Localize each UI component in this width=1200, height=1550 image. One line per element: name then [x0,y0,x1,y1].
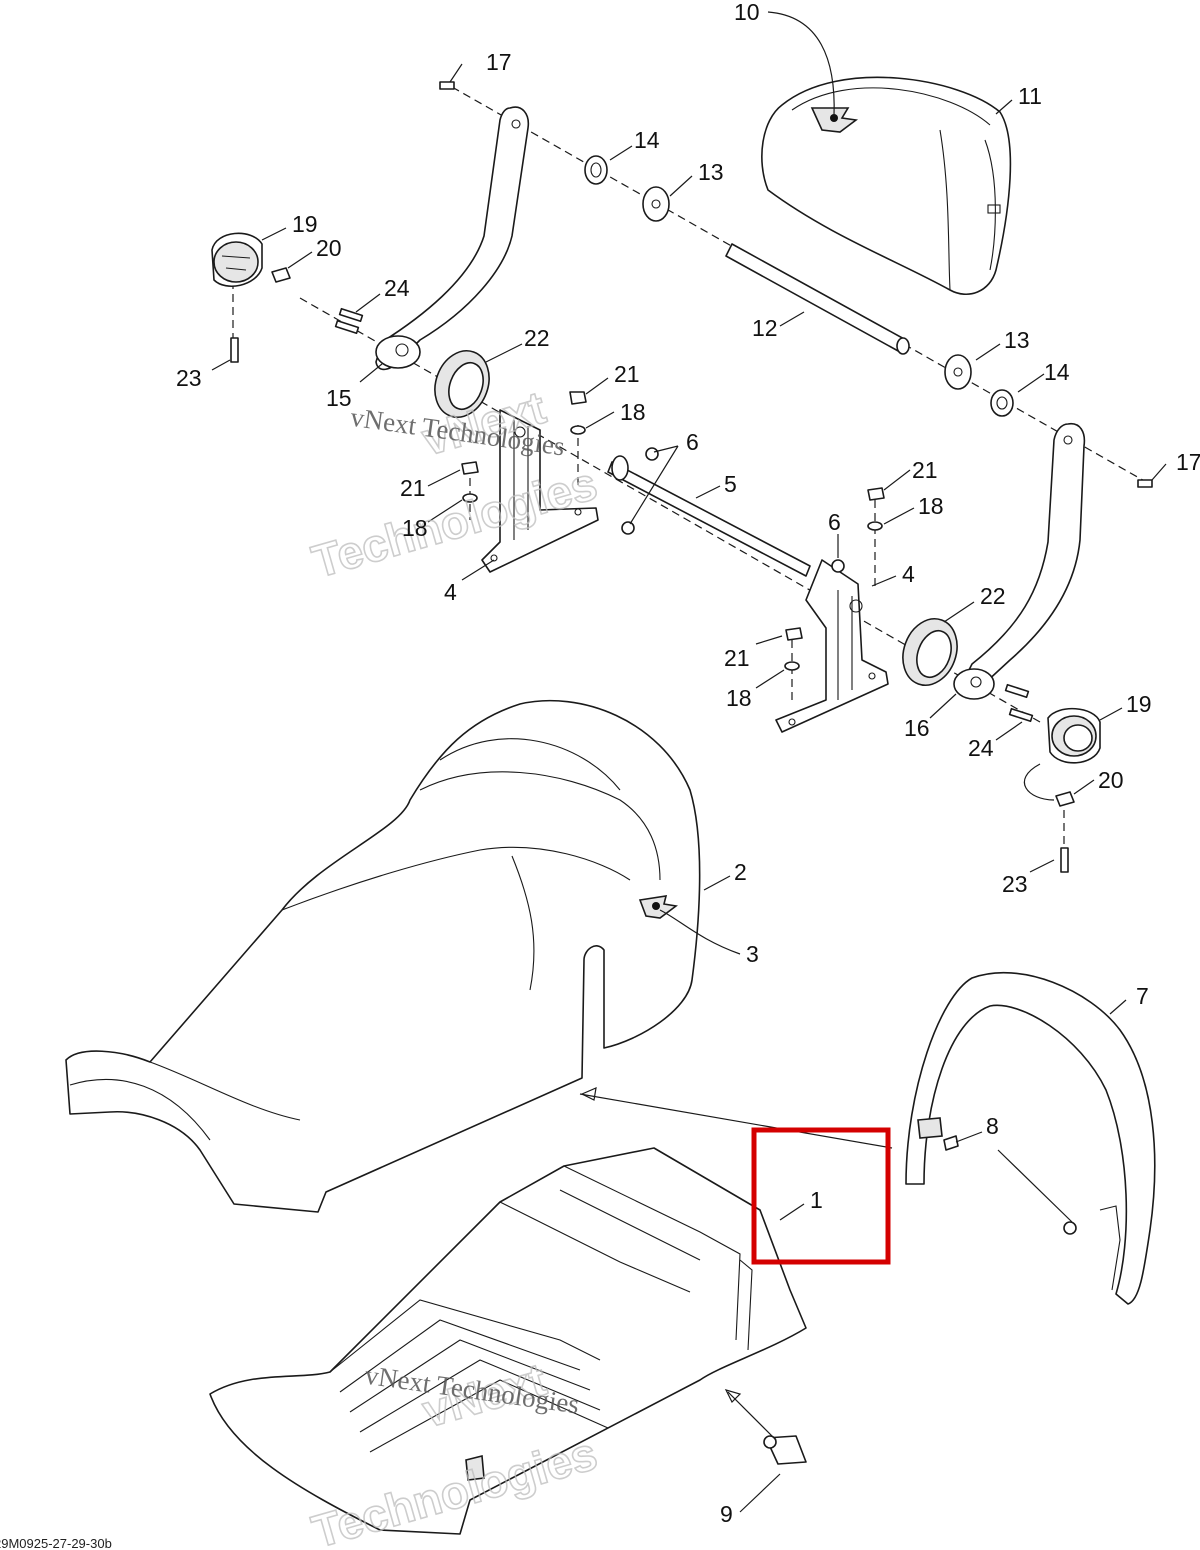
callout-9[interactable]: 9 [720,1501,733,1527]
callout-17-left[interactable]: 17 [486,49,512,75]
clip-9 [763,1435,807,1465]
callout-15[interactable]: 15 [326,385,352,411]
shaft-5 [607,455,811,577]
watermark-upper: Technologies vNext vNext Technologies [306,380,604,588]
highlight-box-part-1 [751,1127,891,1265]
pins-24-right [1004,683,1034,723]
bolt-17-right [1137,479,1153,488]
pin-23-right [1060,847,1069,873]
callout-23-left[interactable]: 23 [176,365,202,391]
callout-20-right[interactable]: 20 [1098,767,1124,793]
callout-8[interactable]: 8 [986,1113,999,1139]
ratchet-22-right [902,618,958,686]
callout-labels: 10 11 17 14 13 12 13 14 17 19 20 24 23 1… [176,0,1200,1527]
clip-20-right [1055,791,1075,807]
callout-13-right[interactable]: 13 [1004,327,1030,353]
callout-4-left[interactable]: 4 [444,579,457,605]
knob-19-left [211,232,263,288]
pins-24-left [334,307,364,335]
washer-13-right [944,354,972,390]
callout-10[interactable]: 10 [734,0,760,25]
seat-trim-7 [905,971,1156,1305]
callout-18-right-top[interactable]: 18 [918,493,944,519]
ratchet-22-left [434,350,490,418]
callout-17-right[interactable]: 17 [1176,449,1200,475]
clips-8 [943,1135,1077,1235]
washers-18 [462,425,883,671]
right-backrest-arm [953,422,1086,700]
pin-23-left [230,337,239,363]
callout-21-left[interactable]: 21 [400,475,426,501]
callout-14-left[interactable]: 14 [634,127,660,153]
callout-19-left[interactable]: 19 [292,211,318,237]
bracket-4-right [775,559,889,733]
callout-18-right[interactable]: 18 [726,685,752,711]
tube-12 [725,243,910,355]
leader-lines [211,11,1167,1513]
callout-18-left-top[interactable]: 18 [620,399,646,425]
assembly-axis-lines [232,86,1149,848]
callout-18-left[interactable]: 18 [402,515,428,541]
seat-cover-2 [65,699,701,1213]
callout-22-right[interactable]: 22 [980,583,1006,609]
callout-14-right[interactable]: 14 [1044,359,1070,385]
washer-13-left [642,186,670,222]
callout-12[interactable]: 12 [752,315,778,341]
callout-21-right-top[interactable]: 21 [912,457,938,483]
knob-19-right [1047,707,1101,764]
callout-7[interactable]: 7 [1136,983,1149,1009]
seat-base-1 [209,1147,807,1535]
callout-21-left-top[interactable]: 21 [614,361,640,387]
backrest [761,76,1012,295]
callout-21-right[interactable]: 21 [724,645,750,671]
callout-24-right[interactable]: 24 [968,735,994,761]
bracket-4-left [481,409,599,573]
callout-16[interactable]: 16 [904,715,930,741]
callout-13-left[interactable]: 13 [698,159,724,185]
left-backrest-arm [375,106,530,371]
callout-6-left[interactable]: 6 [686,429,699,455]
callout-22-left[interactable]: 22 [524,325,550,351]
callout-20-left[interactable]: 20 [316,235,342,261]
callout-19-right[interactable]: 19 [1126,691,1152,717]
callout-24-left[interactable]: 24 [384,275,410,301]
callout-6-right[interactable]: 6 [828,509,841,535]
callout-3[interactable]: 3 [746,941,759,967]
callout-23-right[interactable]: 23 [1002,871,1028,897]
nuts-21 [461,391,885,641]
drawing-code: 29M0925-27-29-30b [0,1536,112,1550]
callout-1[interactable]: 1 [810,1187,823,1213]
bolt-17-left [439,81,455,90]
bushing-14-right [990,389,1014,417]
callout-2[interactable]: 2 [734,859,747,885]
callout-5[interactable]: 5 [724,471,737,497]
callout-4-right[interactable]: 4 [902,561,915,587]
callout-11[interactable]: 11 [1018,83,1042,109]
nut-6 [621,447,845,573]
bushing-14-left [584,155,608,185]
clip-20-left [271,267,291,283]
